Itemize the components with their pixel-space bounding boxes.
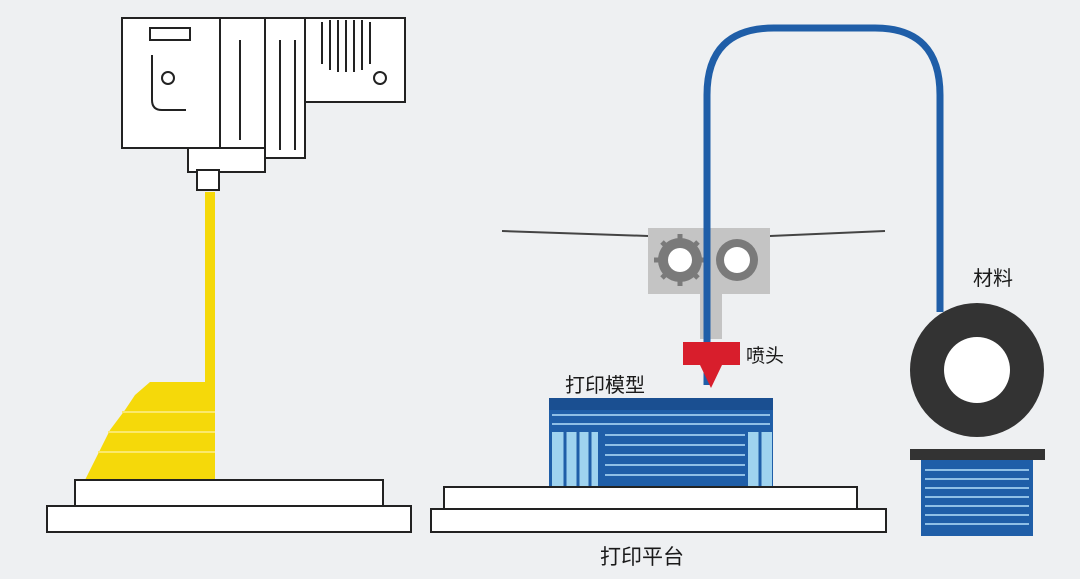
nozzle-label: 喷头 xyxy=(746,345,784,367)
idler-wheel-icon xyxy=(716,239,758,281)
right-platform-base xyxy=(430,508,887,533)
fdm-printer xyxy=(430,24,1045,536)
print-model-label: 打印模型 xyxy=(565,373,645,397)
print-platform-label: 打印平台 xyxy=(600,545,684,569)
filament-line xyxy=(703,24,944,385)
gear-icon xyxy=(654,234,706,286)
nozzle xyxy=(683,342,740,388)
extruder-stem xyxy=(700,294,722,339)
filament-spool-icon xyxy=(910,303,1044,437)
right-platform-top xyxy=(443,486,858,510)
light-beam xyxy=(205,192,215,392)
spool-stand-box xyxy=(921,460,1033,536)
left-printer xyxy=(46,17,412,533)
spool-stand-top xyxy=(910,449,1045,460)
printed-model xyxy=(549,398,773,487)
left-platform-base xyxy=(46,505,412,533)
material-label: 材料 xyxy=(973,266,1013,290)
left-platform-top xyxy=(74,479,384,507)
vent-stripes xyxy=(321,20,371,72)
